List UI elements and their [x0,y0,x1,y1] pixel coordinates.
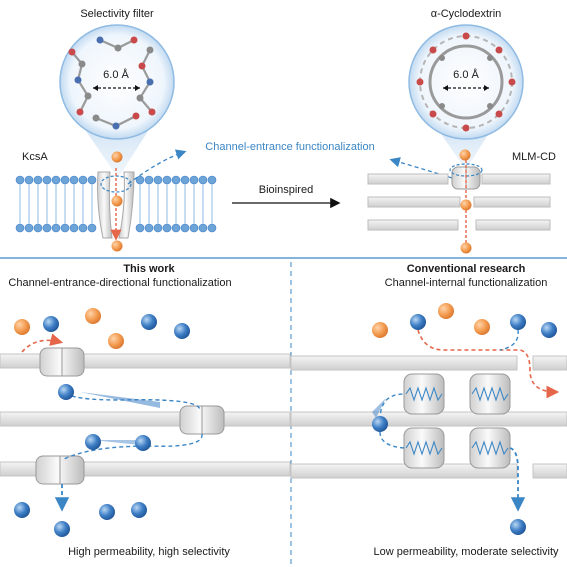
this-work-subtitle: Channel-entrance-directional functionali… [8,277,231,289]
right-ions [372,303,557,535]
left-ions [14,308,190,537]
kcsa-label: KcsA [22,151,48,163]
this-work-title: This work [123,263,175,275]
right-zoom-callout [408,24,524,170]
functionalization-label: Channel-entrance functionalization [205,141,374,153]
left-channels [35,347,225,485]
right-membranes [290,355,567,479]
mlm-cd-label: MLM-CD [512,151,556,163]
lipid-bilayer [15,175,217,233]
mlm-cd-membranes [367,160,551,246]
left-functionalization-arrow [127,149,187,185]
cyclodextrin-structure [416,32,516,132]
this-work-caption: High permeability, high selectivity [68,546,230,558]
selectivity-filter-title: Selectivity filter [80,8,154,20]
right-distance-label: 6.0 Å [453,68,479,81]
right-transport-path [372,329,560,512]
mlm-cd-ions [459,149,472,254]
conventional-caption: Low permeability, moderate selectivity [373,546,559,558]
right-channels [403,373,511,469]
bioinspired-label: Bioinspired [259,184,313,196]
conventional-title: Conventional research [407,263,526,275]
kcsa-ions [111,151,123,252]
selectivity-filter-structure [68,36,156,130]
cyclodextrin-title: α-Cyclodextrin [431,8,502,20]
right-functionalization-arrow [389,157,453,179]
left-distance-label: 6.0 Å [103,68,129,81]
conventional-subtitle: Channel-internal functionalization [385,277,548,289]
